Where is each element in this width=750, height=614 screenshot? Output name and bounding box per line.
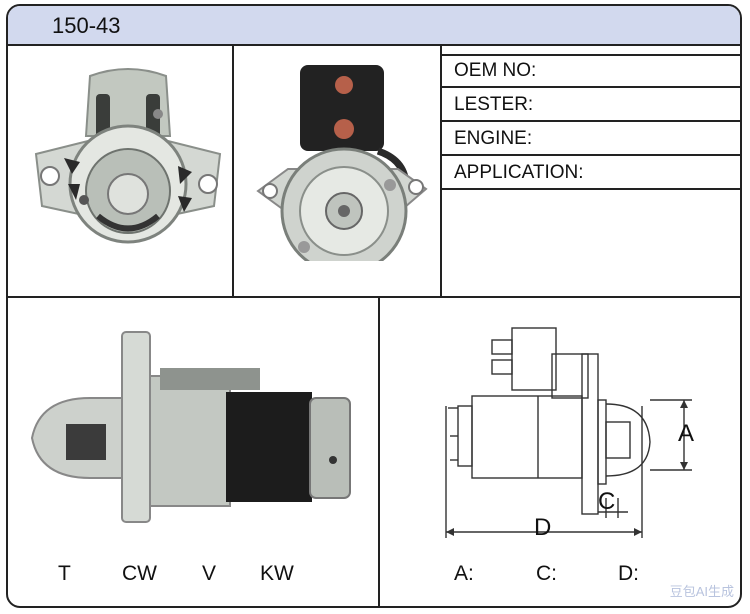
dimension-label-d: D — [534, 514, 552, 541]
dimension-label-a: A — [678, 420, 695, 447]
starter-side-photo — [30, 331, 351, 523]
part-number-title: 150-43 — [52, 13, 121, 38]
spec-top-line — [442, 54, 740, 56]
spec-row-lester: LESTER: — [442, 88, 740, 122]
spec-row-application: APPLICATION: — [442, 156, 740, 190]
dimension-label-c: C — [598, 488, 616, 515]
footer-label-kw: KW — [260, 562, 294, 585]
spec-sheet: 150-43 OEM NO: LESTER: ENGINE: APPLICATI… — [6, 4, 742, 608]
footer-label-cw: CW — [122, 562, 157, 585]
spec-label-application: APPLICATION: — [454, 162, 584, 183]
dimension-diagram — [445, 327, 692, 538]
footer-label-c: C: — [536, 562, 557, 585]
divider-v-bottom — [378, 298, 380, 606]
divider-h-mid — [8, 296, 740, 298]
header-bar: 150-43 — [8, 6, 740, 46]
footer-label-d: D: — [618, 562, 639, 585]
spec-label-engine: ENGINE: — [454, 128, 533, 149]
watermark-text: 豆包AI生成 — [669, 584, 734, 599]
footer-label-a: A: — [454, 562, 474, 585]
divider-v-top-1 — [232, 46, 234, 298]
footer-label-t: T — [58, 562, 71, 585]
starter-front-photo — [34, 68, 222, 244]
starter-rear-photo — [256, 65, 428, 261]
spec-label-oem: OEM NO: — [454, 60, 537, 81]
spec-row-engine: ENGINE: — [442, 122, 740, 156]
divider-v-top-2 — [440, 46, 442, 298]
spec-label-lester: LESTER: — [454, 94, 534, 115]
footer-label-v: V — [202, 562, 217, 585]
spec-row-oem: OEM NO: — [442, 54, 740, 88]
